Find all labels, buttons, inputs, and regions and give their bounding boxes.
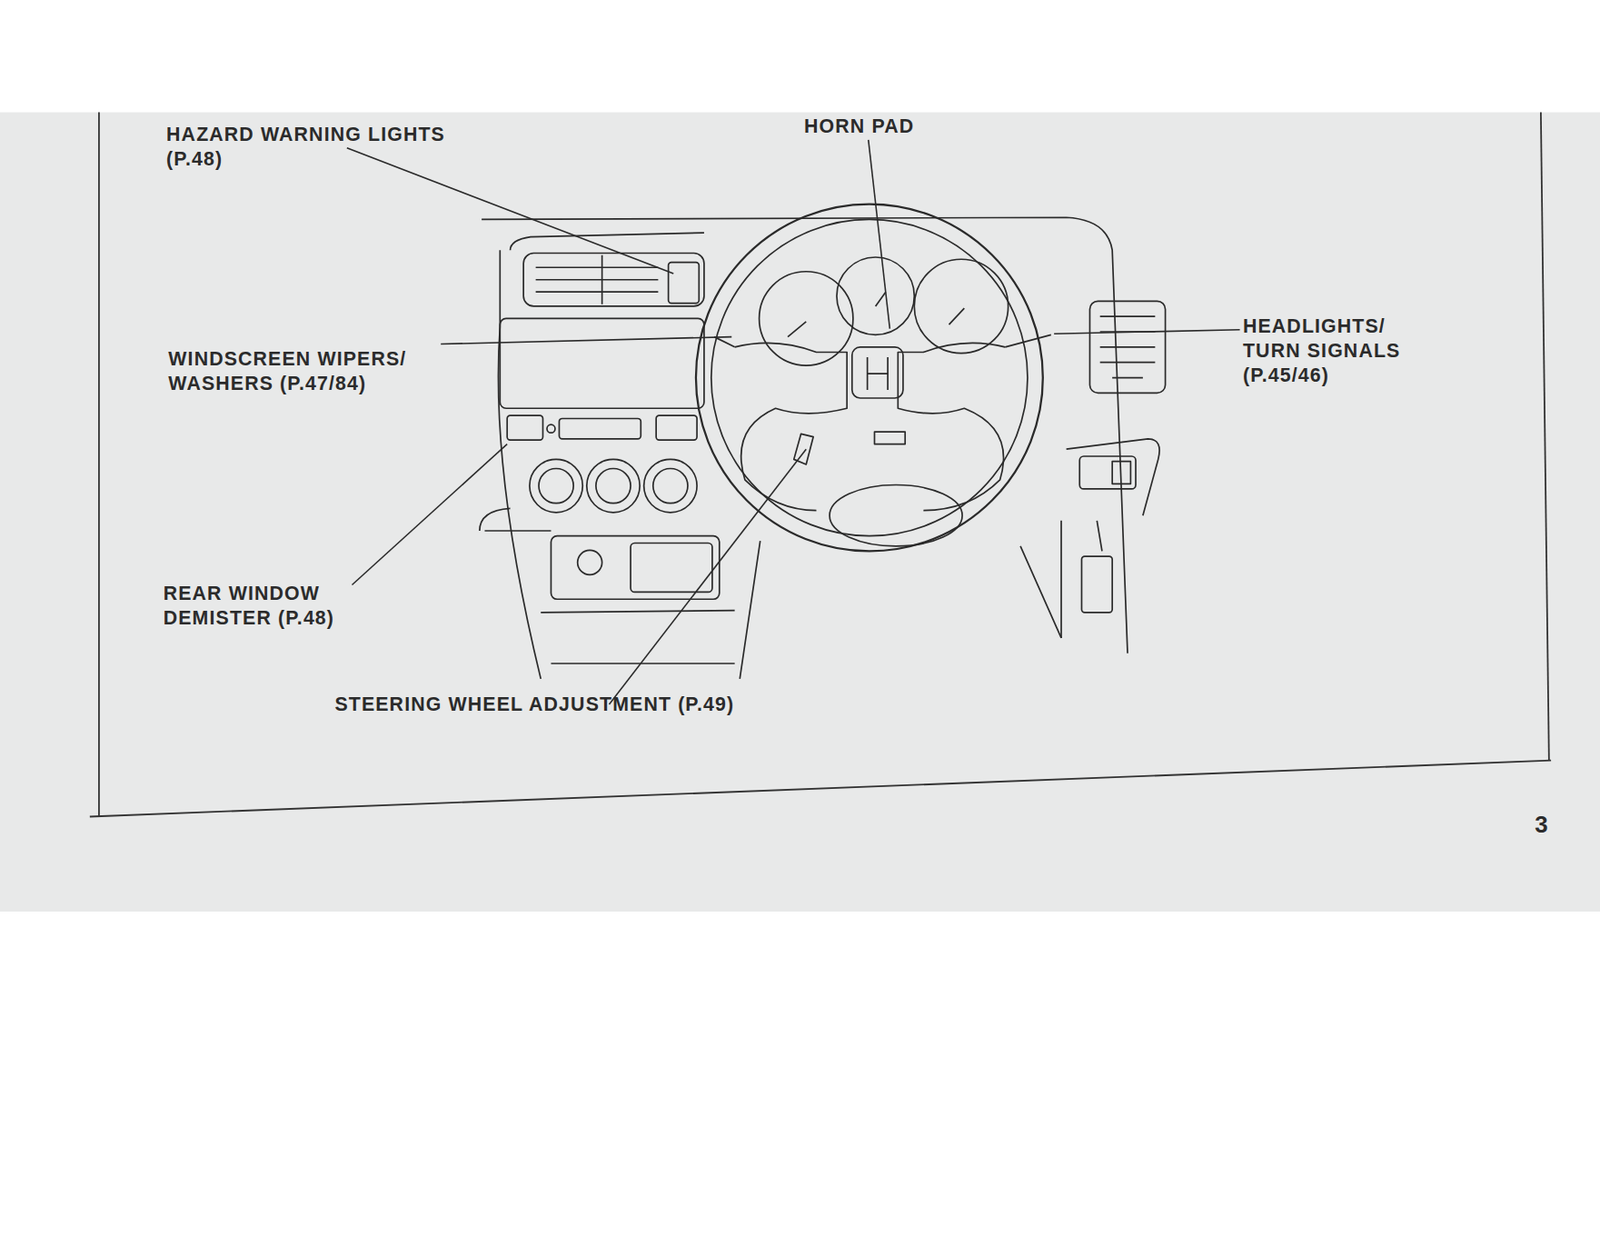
hazard-switch (668, 262, 700, 304)
dashboard (479, 204, 1166, 679)
leader-line (868, 139, 891, 329)
button (655, 415, 697, 440)
dash-outline (479, 507, 511, 531)
steering-wheel-rim (695, 204, 1044, 552)
button (506, 415, 543, 440)
frame-line (89, 760, 1551, 817)
control-knob (538, 468, 574, 504)
badge (874, 431, 905, 444)
steering-wheel-rim (711, 218, 1028, 536)
switch (1081, 556, 1113, 613)
switch (1112, 461, 1131, 485)
gauge (914, 258, 1008, 353)
gauge (759, 271, 854, 366)
maker-logo (867, 357, 888, 390)
callout-label: HORN PAD (804, 114, 968, 140)
stalk (714, 334, 1052, 347)
dash-outline (481, 217, 1128, 654)
callout-label: HAZARD WARNING LIGHTS (P.48) (166, 122, 504, 172)
button (546, 424, 556, 433)
side-panel (1066, 438, 1160, 516)
callout-label: HEADLIGHTS/ TURN SIGNALS (P.45/46) (1242, 314, 1437, 388)
control-knob (586, 458, 640, 512)
callout-label: STEERING WHEEL ADJUSTMENT (P.49) (334, 691, 753, 716)
air-vent (523, 253, 705, 307)
leader-line (347, 148, 674, 274)
vent-slats (536, 255, 659, 305)
radio-display (499, 318, 705, 408)
leader-line (351, 444, 507, 586)
page-frame (89, 112, 1551, 817)
frame-line (98, 112, 100, 817)
wheel-lower-pad (829, 484, 963, 546)
control-knob (644, 458, 697, 512)
power-socket (577, 549, 603, 575)
air-vent (1089, 300, 1165, 393)
page-background (0, 112, 1600, 912)
control-knob (596, 468, 631, 504)
ashtray (630, 542, 713, 592)
console-line (540, 610, 735, 664)
page-number: 3 (1534, 812, 1576, 837)
button (558, 417, 641, 438)
leader-line (608, 448, 806, 705)
horn-pad (852, 347, 904, 398)
wheel-spokes (735, 342, 1006, 510)
control-knob (653, 468, 688, 504)
gauge-needle (787, 291, 964, 337)
callout-label: WINDSCREEN WIPERS/ WASHERS (P.47/84) (168, 347, 454, 397)
mirror-switch (1079, 456, 1136, 489)
steering-column (739, 540, 1062, 679)
gauge (836, 257, 915, 335)
lower-console (550, 536, 719, 600)
frame-line (1540, 112, 1550, 761)
callout-label: REAR WINDOW DEMISTER (P.48) (163, 581, 358, 631)
vent-slats (1100, 316, 1156, 378)
control-knob (529, 458, 583, 512)
leader-lines (347, 139, 1241, 705)
tilt-lever (794, 433, 814, 465)
leader-line (1053, 329, 1240, 334)
leader-line (440, 337, 732, 345)
